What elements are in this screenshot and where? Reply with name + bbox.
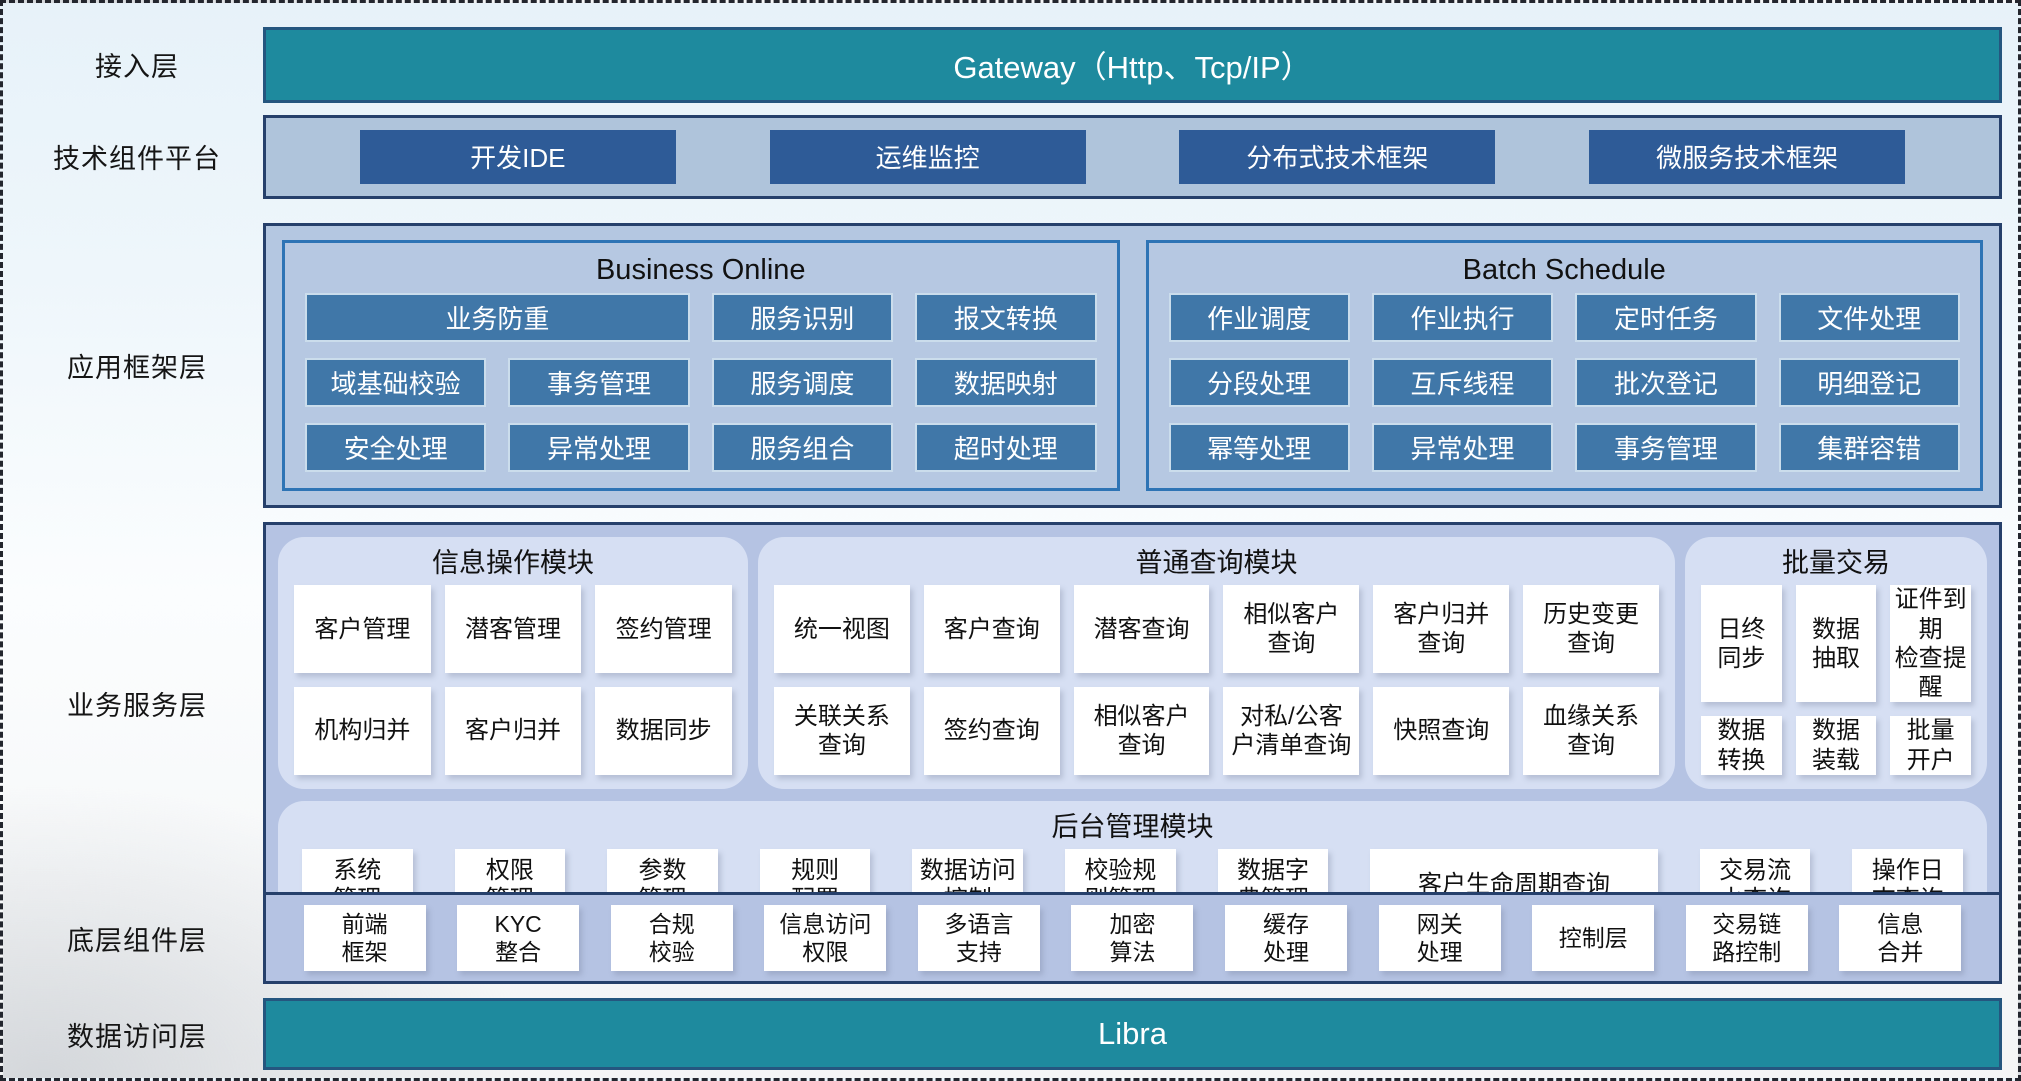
business-online-title: Business Online: [595, 253, 806, 286]
tech-item: 分布式技术框架: [1179, 129, 1496, 184]
base-cell: 加密 算法: [1071, 905, 1194, 972]
bo-item: 安全处理: [305, 423, 487, 473]
layer-label-app-framework: 应用框架层: [67, 353, 207, 383]
bs-item: 文件处理: [1778, 292, 1960, 342]
batch-schedule-box: Batch Schedule 作业调度 作业执行 定时任务 文件处理 分段处理 …: [1145, 239, 1983, 492]
base-cell: 合规 校验: [610, 905, 733, 972]
bs-item: 事务管理: [1575, 423, 1757, 473]
module-cell: 历史变更 查询: [1523, 585, 1659, 674]
base-cell: 多语言 支持: [917, 905, 1040, 972]
base-cell: 网关 处理: [1378, 905, 1501, 972]
layer-label-base-components: 底层组件层: [67, 925, 207, 956]
base-cell: 缓存 处理: [1225, 905, 1348, 972]
module-title: 信息操作模块: [432, 548, 594, 579]
module-cell: 血缘关系 查询: [1523, 687, 1659, 775]
bo-item: 事务管理: [508, 357, 690, 408]
tech-item: 运维监控: [769, 129, 1086, 184]
module-cell: 数据 抽取: [1795, 585, 1877, 703]
module-cell: 关联关系 查询: [774, 687, 910, 775]
tech-platform-box: 开发IDE 运维监控 分布式技术框架 微服务技术框架: [263, 114, 2002, 199]
bs-item: 定时任务: [1575, 292, 1757, 342]
base-cell: KYC 整合: [457, 905, 580, 972]
bo-item: 报文转换: [915, 292, 1097, 342]
module-title: 普通查询模块: [1135, 548, 1298, 579]
module-cell: 相似客户 查询: [1223, 585, 1360, 674]
module-grid: 客户管理 潜客管理 签约管理 机构归并 客户归并 数据同步: [294, 585, 732, 775]
module-cell: 签约查询: [923, 687, 1060, 775]
module-cell: 客户查询: [923, 585, 1060, 674]
module-grid: 日终 同步 数据 抽取 证件到期 检查提醒 数据 转换 数据 装载 批量 开户: [1701, 585, 1971, 775]
business-online-box: Business Online 业务防重 服务识别 报文转换 域基础校验 事务管…: [282, 239, 1120, 492]
batch-schedule-grid: 作业调度 作业执行 定时任务 文件处理 分段处理 互斥线程 批次登记 明细登记 …: [1168, 292, 1960, 473]
bo-item: 服务调度: [711, 357, 894, 408]
business-service-top-row: 信息操作模块 客户管理 潜客管理 签约管理 机构归并 客户归并 数据同步 普通查…: [278, 537, 1987, 789]
module-grid: 统一视图 客户查询 潜客查询 相似客户 查询 客户归并 查询 历史变更 查询 关…: [774, 585, 1659, 775]
bo-item: 超时处理: [915, 423, 1097, 473]
layer-row-app-framework: 应用框架层 Business Online 业务防重 服务识别 报文转换 域基础…: [11, 222, 2006, 509]
bs-item: 集群容错: [1778, 423, 1960, 473]
base-cell: 控制层: [1532, 905, 1655, 972]
bs-item: 明细登记: [1778, 357, 1960, 408]
tech-item: 开发IDE: [359, 129, 676, 184]
base-cell: 前端 框架: [303, 905, 426, 972]
bs-item: 互斥线程: [1371, 357, 1554, 408]
layer-label-access: 接入层: [95, 52, 179, 83]
bo-item: 业务防重: [305, 292, 690, 342]
module-cell: 数据 转换: [1701, 716, 1782, 775]
layer-label-data-access: 数据访问层: [67, 1021, 207, 1052]
bs-item: 批次登记: [1575, 357, 1757, 408]
layer-row-access: 接入层 Gateway（Http、Tcp/IP）: [11, 27, 2006, 103]
module-cell: 机构归并: [294, 687, 431, 775]
app-framework-box: Business Online 业务防重 服务识别 报文转换 域基础校验 事务管…: [263, 222, 2002, 509]
bo-item: 服务组合: [711, 423, 894, 473]
batch-schedule-title: Batch Schedule: [1462, 253, 1666, 286]
libra-bar: Libra: [263, 998, 2002, 1070]
module-cell: 潜客管理: [444, 585, 582, 674]
module-cell: 统一视图: [774, 585, 910, 674]
bs-item: 异常处理: [1371, 423, 1554, 473]
module-cell: 客户管理: [294, 585, 431, 674]
module-common-query: 普通查询模块 统一视图 客户查询 潜客查询 相似客户 查询 客户归并 查询 历史…: [758, 537, 1675, 789]
layer-row-business-service: 业务服务层 信息操作模块 客户管理 潜客管理 签约管理 机构归并 客户归并 数据…: [11, 522, 2006, 950]
module-cell: 快照查询: [1373, 687, 1510, 775]
module-cell: 潜客查询: [1073, 585, 1210, 674]
bo-item: 服务识别: [711, 292, 894, 342]
module-cell: 数据同步: [595, 687, 732, 775]
module-title: 批量交易: [1782, 548, 1890, 579]
layer-row-tech: 技术组件平台 开发IDE 运维监控 分布式技术框架 微服务技术框架: [11, 114, 2006, 199]
bs-item: 作业执行: [1371, 292, 1554, 342]
layer-row-base-components: 底层组件层 前端 框架 KYC 整合 合规 校验 信息访问 权限 多语言 支持 …: [11, 892, 2006, 985]
bs-item: 分段处理: [1168, 357, 1350, 408]
base-cell: 信息访问 权限: [764, 905, 887, 972]
module-cell: 批量 开户: [1890, 716, 1971, 775]
module-batch-trade: 批量交易 日终 同步 数据 抽取 证件到期 检查提醒 数据 转换 数据 装载 批…: [1685, 537, 1987, 789]
layer-label-tech: 技术组件平台: [53, 144, 221, 175]
business-service-box: 信息操作模块 客户管理 潜客管理 签约管理 机构归并 客户归并 数据同步 普通查…: [263, 522, 2002, 950]
base-components-box: 前端 框架 KYC 整合 合规 校验 信息访问 权限 多语言 支持 加密 算法 …: [263, 892, 2002, 985]
module-cell: 日终 同步: [1701, 585, 1782, 703]
bo-item: 数据映射: [915, 357, 1097, 408]
module-cell: 数据 装载: [1795, 716, 1877, 775]
module-cell: 相似客户 查询: [1073, 687, 1210, 775]
module-cell: 客户归并: [444, 687, 582, 775]
bo-item: 异常处理: [508, 423, 690, 473]
module-cell: 客户归并 查询: [1373, 585, 1510, 674]
gateway-bar: Gateway（Http、Tcp/IP）: [263, 27, 2002, 103]
module-cell: 证件到期 检查提醒: [1890, 585, 1971, 703]
base-cell: 交易链 路控制: [1685, 905, 1808, 972]
module-title: 后台管理模块: [1051, 811, 1214, 842]
module-cell: 签约管理: [595, 585, 732, 674]
module-cell: 对私/公客 户清单查询: [1223, 687, 1360, 775]
tech-item: 微服务技术框架: [1589, 129, 1906, 184]
layer-label-business-service: 业务服务层: [67, 690, 207, 721]
business-online-grid: 业务防重 服务识别 报文转换 域基础校验 事务管理 服务调度 数据映射 安全处理…: [305, 292, 1097, 473]
layer-row-data-access: 数据访问层 Libra: [11, 998, 2006, 1070]
bs-item: 幂等处理: [1168, 423, 1350, 473]
bs-item: 作业调度: [1168, 292, 1350, 342]
bo-item: 域基础校验: [305, 357, 487, 408]
module-info-ops: 信息操作模块 客户管理 潜客管理 签约管理 机构归并 客户归并 数据同步: [278, 537, 748, 789]
base-cell: 信息 合并: [1839, 905, 1962, 972]
